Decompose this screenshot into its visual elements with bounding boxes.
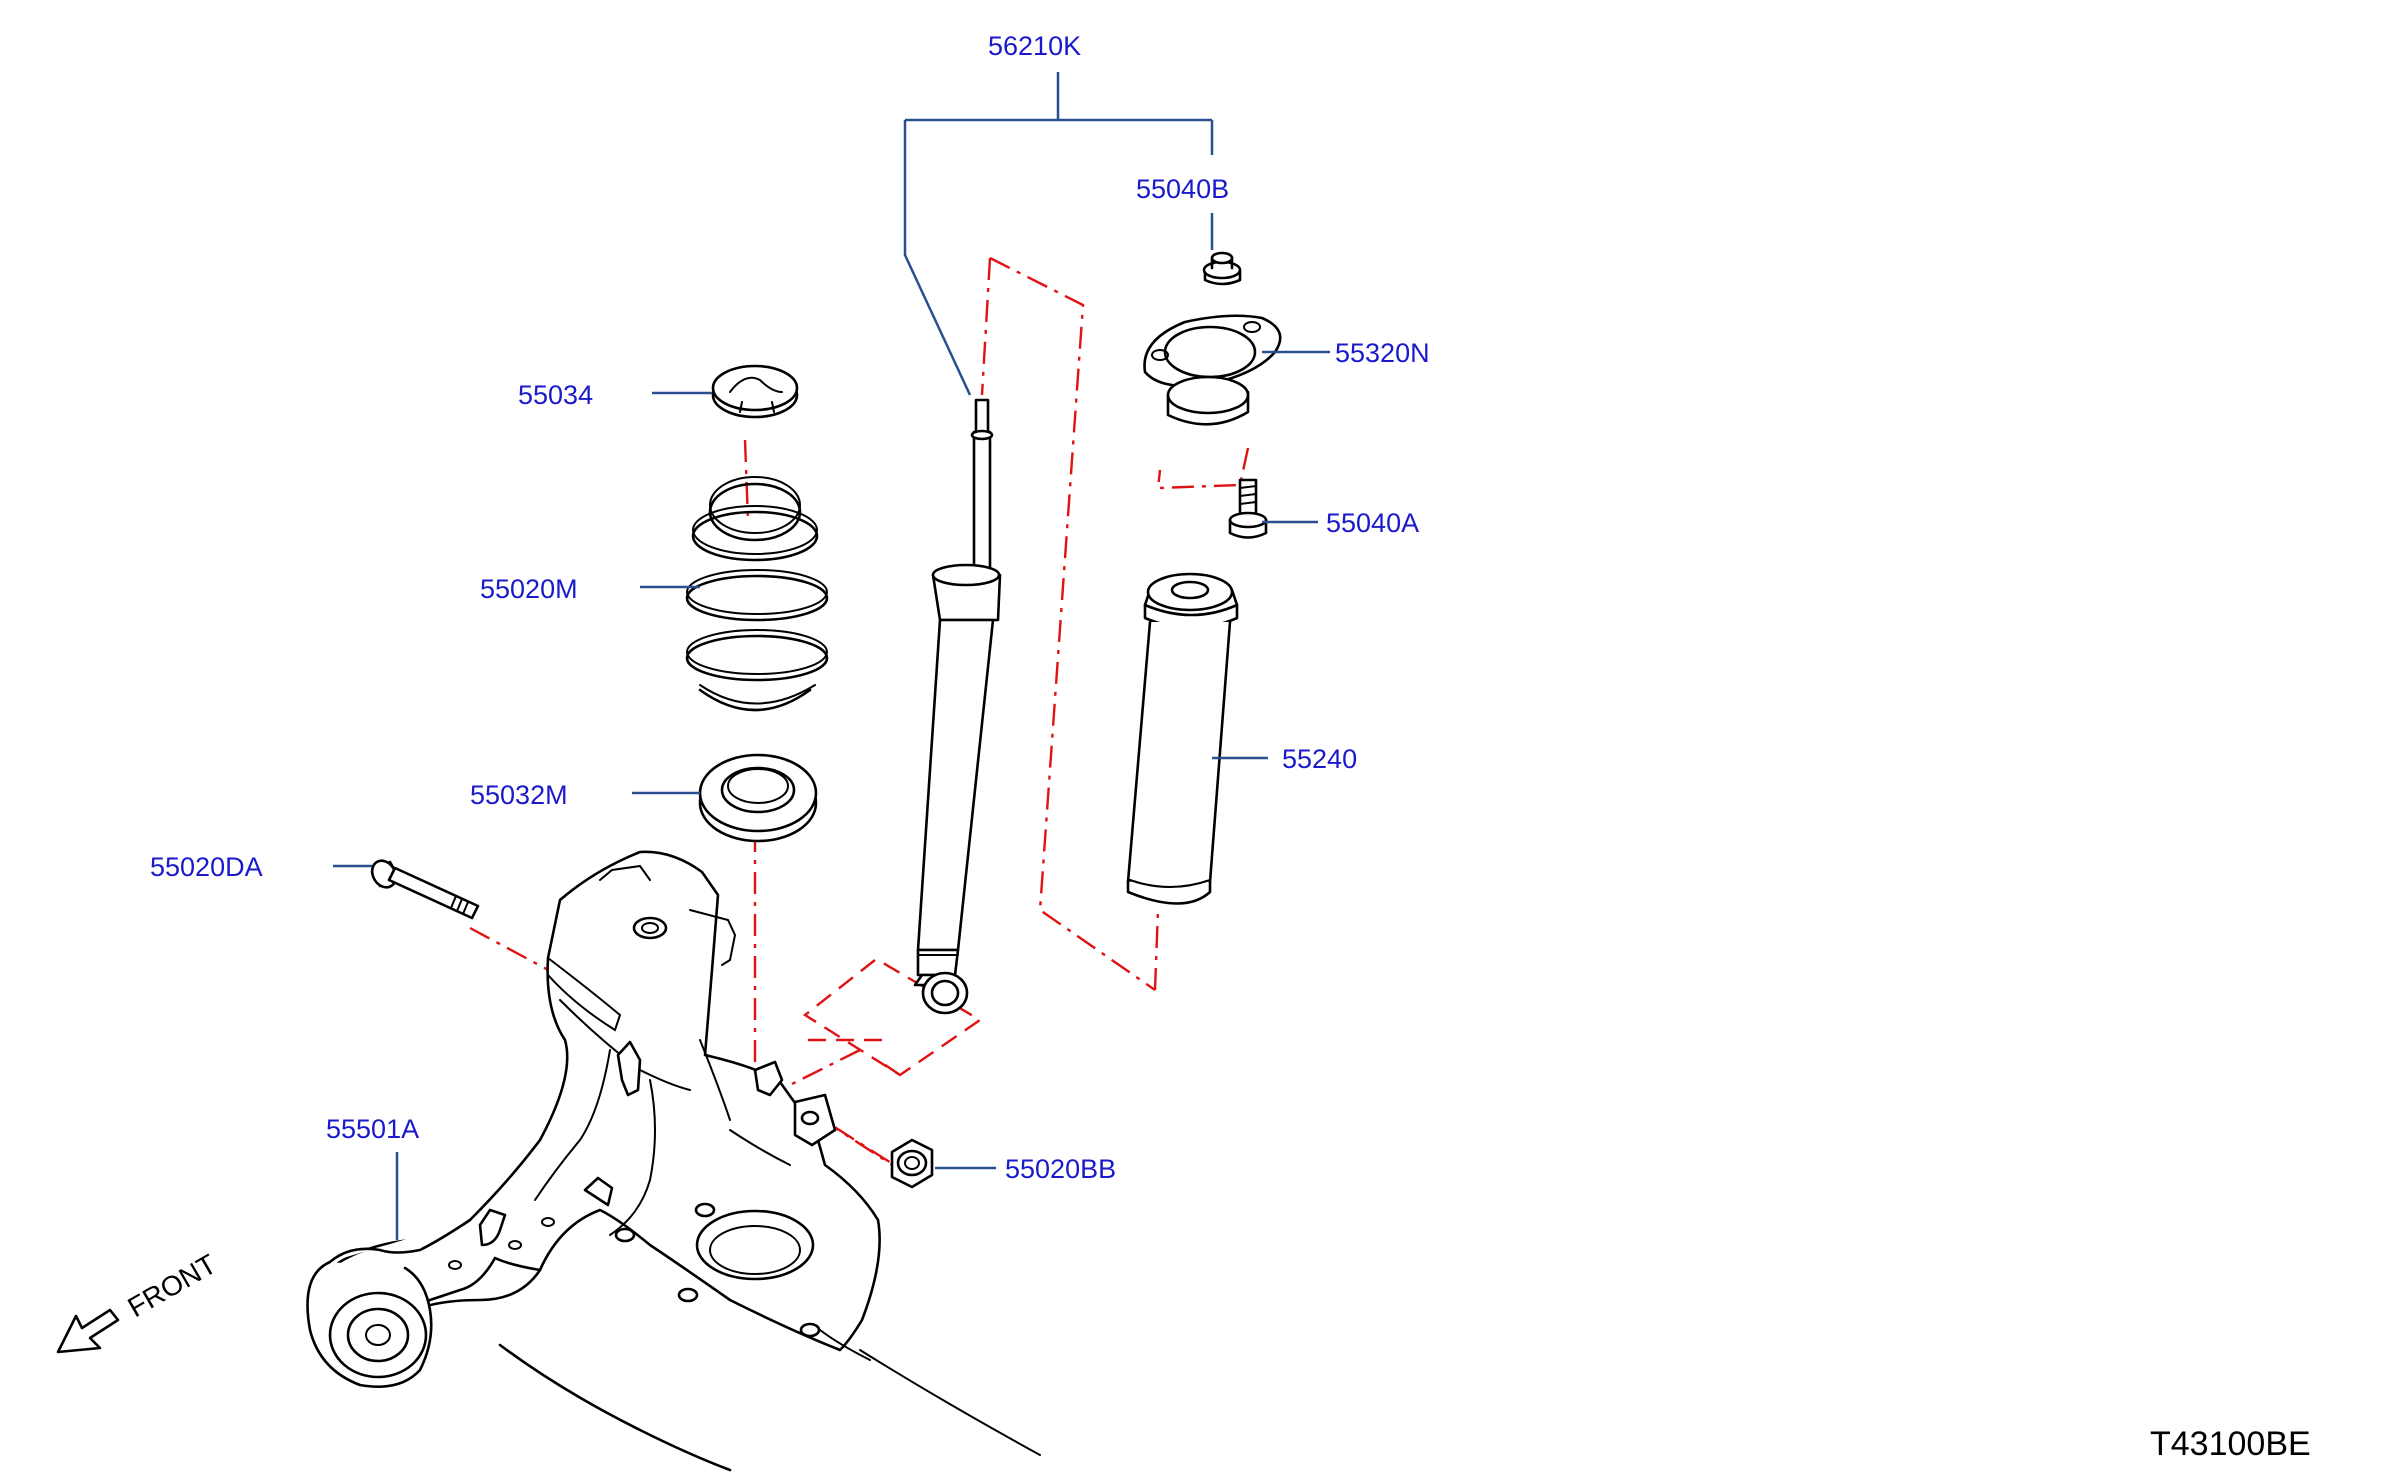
lower-spring-seat[interactable]	[698, 753, 818, 843]
upper-nut[interactable]	[1202, 251, 1242, 286]
callout-55040B: 55040B	[1136, 174, 1229, 204]
callout-55320N: 55320N	[1335, 338, 1430, 368]
callout-labels: 56210K 55040B 55320N 55040A 55034 55020M…	[150, 31, 1430, 1184]
suspension-member[interactable]	[306, 850, 1041, 1472]
callout-55501A: 55501A	[326, 1114, 419, 1144]
callout-55032M: 55032M	[470, 780, 568, 810]
callout-55034: 55034	[518, 380, 593, 410]
callout-55240: 55240	[1282, 744, 1357, 774]
front-direction-indicator: FRONT	[56, 1248, 222, 1354]
callout-55040A: 55040A	[1326, 508, 1419, 538]
upper-spring-seat[interactable]	[711, 364, 799, 419]
drawing-code: T43100BE	[2150, 1425, 2311, 1463]
lower-nut[interactable]	[890, 1138, 934, 1189]
callout-55020DA: 55020DA	[150, 852, 263, 882]
front-arrow-icon	[56, 1308, 120, 1354]
mount-bolt[interactable]	[1228, 478, 1268, 539]
long-bolt[interactable]	[367, 856, 480, 920]
leader-lines	[333, 72, 1330, 1240]
callout-56210K: 56210K	[988, 31, 1081, 61]
shock-absorber[interactable]	[913, 398, 1002, 1015]
callout-55020BB: 55020BB	[1005, 1154, 1116, 1184]
coil-spring[interactable]	[685, 476, 829, 712]
front-label: FRONT	[123, 1248, 222, 1323]
bound-bumper[interactable]	[1126, 572, 1239, 905]
callout-55020M: 55020M	[480, 574, 578, 604]
strut-mount[interactable]	[1143, 314, 1282, 426]
